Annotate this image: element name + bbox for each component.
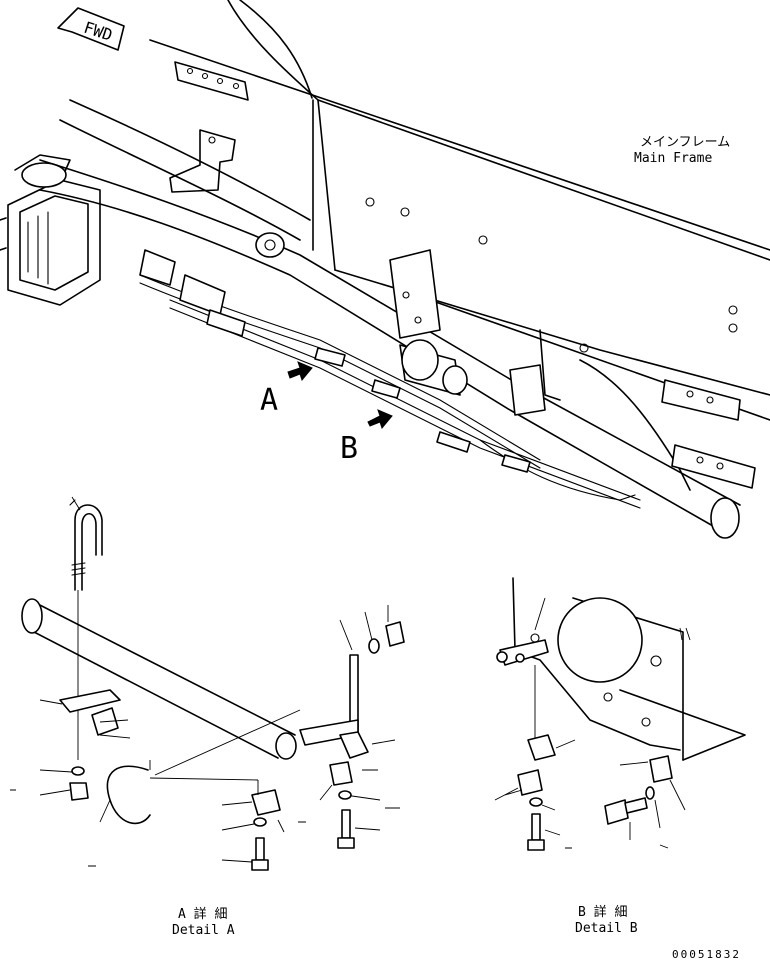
frame-hole — [478, 235, 488, 245]
right-bracket — [509, 364, 546, 416]
spacer — [649, 755, 673, 783]
detail-b-label-jp: B 詳 細 — [578, 904, 627, 920]
clamp — [517, 769, 543, 796]
main-frame — [149, 0, 770, 491]
bolt — [255, 837, 265, 861]
detail-a-label-jp: A 詳 細 — [178, 906, 227, 922]
mid-bracket — [389, 249, 441, 339]
washer — [645, 786, 655, 800]
upper-bracket — [169, 129, 236, 193]
main-pipe — [39, 99, 741, 539]
cushion — [339, 731, 369, 759]
washer — [253, 817, 267, 827]
view-a-label: A — [260, 383, 278, 418]
clamp — [314, 347, 346, 367]
frame-hole — [579, 343, 589, 353]
pipe-flange — [255, 232, 285, 258]
drawing-number: 00051832 — [672, 948, 741, 961]
detail-b-label-en: Detail B — [575, 921, 638, 936]
u-bolt-lower — [106, 765, 151, 825]
frame-hole — [400, 207, 410, 217]
washer — [368, 638, 380, 654]
washer — [529, 797, 543, 807]
u-bolt — [74, 504, 103, 591]
bolt-head — [604, 799, 629, 825]
bolt — [531, 813, 541, 841]
nut — [69, 782, 89, 801]
hose-fitting — [179, 274, 226, 316]
clamp-plate — [59, 689, 121, 713]
detail-a-label-en: Detail A — [172, 923, 235, 938]
cushion — [527, 734, 556, 761]
cross-member — [0, 154, 101, 306]
washer — [71, 766, 85, 776]
clamp — [251, 789, 281, 816]
pipe-end — [710, 497, 740, 539]
hatched-arrow-icon — [367, 409, 393, 430]
detail-a — [10, 496, 405, 871]
fwd-arrow-icon: FWD — [57, 7, 125, 51]
clamp — [436, 431, 471, 453]
hose-fitting — [206, 309, 246, 337]
right-plate-lower — [671, 444, 756, 489]
frame-cutout — [557, 597, 643, 683]
clamp — [501, 454, 531, 473]
tube-bundle — [139, 249, 641, 509]
frame-hole — [728, 305, 738, 315]
right-plate — [661, 379, 741, 421]
detail-b — [494, 577, 746, 851]
clamp — [371, 379, 401, 399]
slotted-plate — [174, 61, 249, 101]
hatched-arrow-icon — [287, 361, 313, 382]
washer — [338, 790, 352, 800]
main-frame-label-en: Main Frame — [634, 151, 712, 166]
frame-hole — [365, 197, 375, 207]
valve-block — [139, 249, 176, 286]
main-frame-label-jp: メインフレーム — [640, 135, 730, 150]
bolt — [341, 809, 351, 839]
nut — [385, 621, 405, 647]
clamp — [329, 761, 353, 786]
bolt-shank — [624, 797, 648, 814]
view-b-label: B — [340, 431, 358, 466]
frame-hole — [728, 323, 738, 333]
